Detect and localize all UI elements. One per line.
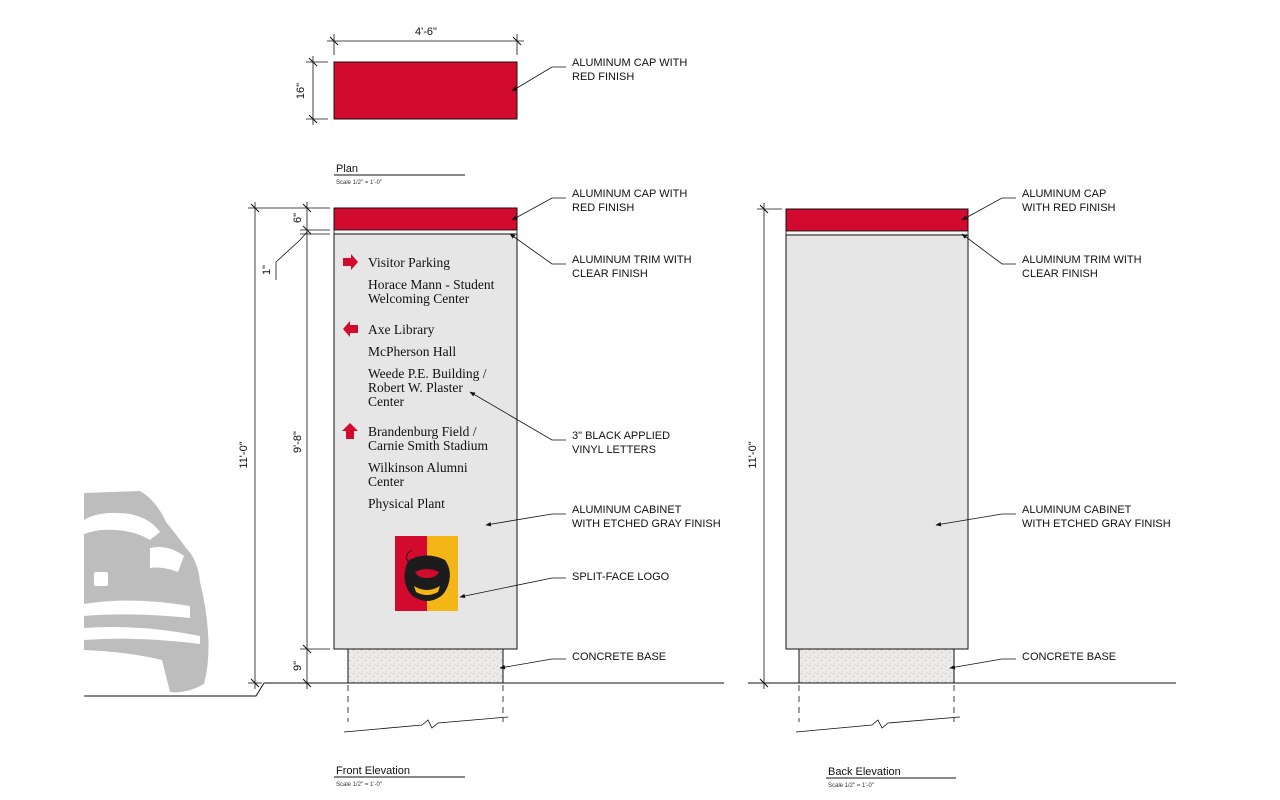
car-silhouette <box>84 491 209 693</box>
front-letters-note-2: VINYL LETTERS <box>572 444 656 456</box>
plan-cap-note-1: ALUMINUM CAP WITH <box>572 57 687 69</box>
front-cap-dim: 6" <box>292 213 304 223</box>
front-title: Front Elevation <box>336 765 410 777</box>
front-trim-note-1: ALUMINUM TRIM WITH <box>572 254 692 266</box>
front-cabinet-dim: 9'-8" <box>292 431 304 453</box>
left-arrow-icon <box>343 321 358 337</box>
dir-physical-plant: Physical Plant <box>368 496 445 511</box>
front-elevation: Visitor Parking Horace Mann - Student We… <box>238 188 721 788</box>
right-arrow-icon <box>343 254 358 270</box>
back-cap-note-2: WITH RED FINISH <box>1022 202 1116 214</box>
back-cabinet-note-1: ALUMINUM CABINET <box>1022 504 1132 516</box>
front-total-dim: 11'-0" <box>238 441 250 468</box>
dir-horace-mann-2: Welcoming Center <box>368 291 470 306</box>
front-trim-dim: 1" <box>261 265 273 275</box>
plan-cap-note-2: RED FINISH <box>572 71 634 83</box>
plan-view: 4'-6" 16" ALUMINUM CAP WITH RED FINISH P… <box>295 26 687 186</box>
dir-visitor-parking: Visitor Parking <box>368 255 450 270</box>
front-logo-note: SPLIT-FACE LOGO <box>572 571 670 583</box>
front-cabinet-note-1: ALUMINUM CABINET <box>572 504 682 516</box>
back-cabinet-rect <box>785 234 969 650</box>
back-cabinet-note-2: WITH ETCHED GRAY FINISH <box>1022 518 1171 530</box>
plan-title: Plan <box>336 163 358 175</box>
back-base-rect <box>798 648 955 684</box>
up-arrow-icon <box>342 423 358 439</box>
front-base-rect <box>347 648 504 684</box>
dir-wilkinson-2: Center <box>368 474 404 489</box>
dir-weede-3: Center <box>368 394 404 409</box>
front-base-note: CONCRETE BASE <box>572 651 666 663</box>
plan-depth-dim: 16" <box>295 83 307 99</box>
plan-scale: Scale 1/2" = 1'-0" <box>336 180 382 186</box>
front-cap-note-1: ALUMINUM CAP WITH <box>572 188 687 200</box>
split-face-logo-icon <box>395 536 458 611</box>
front-trim-note-2: CLEAR FINISH <box>572 268 648 280</box>
dir-weede-2: Robert W. Plaster <box>368 380 463 395</box>
back-title: Back Elevation <box>828 766 901 778</box>
front-scale: Scale 1/2" = 1'-0" <box>336 782 382 788</box>
back-cap-rect <box>785 208 969 232</box>
back-scale: Scale 1/2" = 1'-0" <box>828 783 874 789</box>
dir-wilkinson-1: Wilkinson Alumni <box>368 460 468 475</box>
dir-brandenburg-1: Brandenburg Field / <box>368 424 477 439</box>
dir-horace-mann-1: Horace Mann - Student <box>368 277 495 292</box>
plan-cap-rect <box>333 61 518 120</box>
plan-width-dim: 4'-6" <box>415 26 437 38</box>
front-base-dim: 9" <box>292 661 304 671</box>
back-elevation: 11'-0" ALUMINUM CAP WITH RED FINISH ALUM… <box>747 188 1171 789</box>
front-trim-rect <box>333 229 518 235</box>
front-cabinet-note-2: WITH ETCHED GRAY FINISH <box>572 518 721 530</box>
back-trim-rect <box>785 230 969 236</box>
back-trim-note-2: CLEAR FINISH <box>1022 268 1098 280</box>
front-letters-note-1: 3" BLACK APPLIED <box>572 430 670 442</box>
dir-weede-1: Weede P.E. Building / <box>368 366 487 381</box>
back-base-note: CONCRETE BASE <box>1022 651 1116 663</box>
dir-mcpherson-hall: McPherson Hall <box>368 344 456 359</box>
dir-axe-library: Axe Library <box>368 322 435 337</box>
back-total-dim: 11'-0" <box>747 441 759 468</box>
back-cap-note-1: ALUMINUM CAP <box>1022 188 1106 200</box>
front-cap-rect <box>333 207 518 231</box>
back-trim-note-1: ALUMINUM TRIM WITH <box>1022 254 1142 266</box>
front-cap-note-2: RED FINISH <box>572 202 634 214</box>
dir-brandenburg-2: Carnie Smith Stadium <box>368 438 488 453</box>
